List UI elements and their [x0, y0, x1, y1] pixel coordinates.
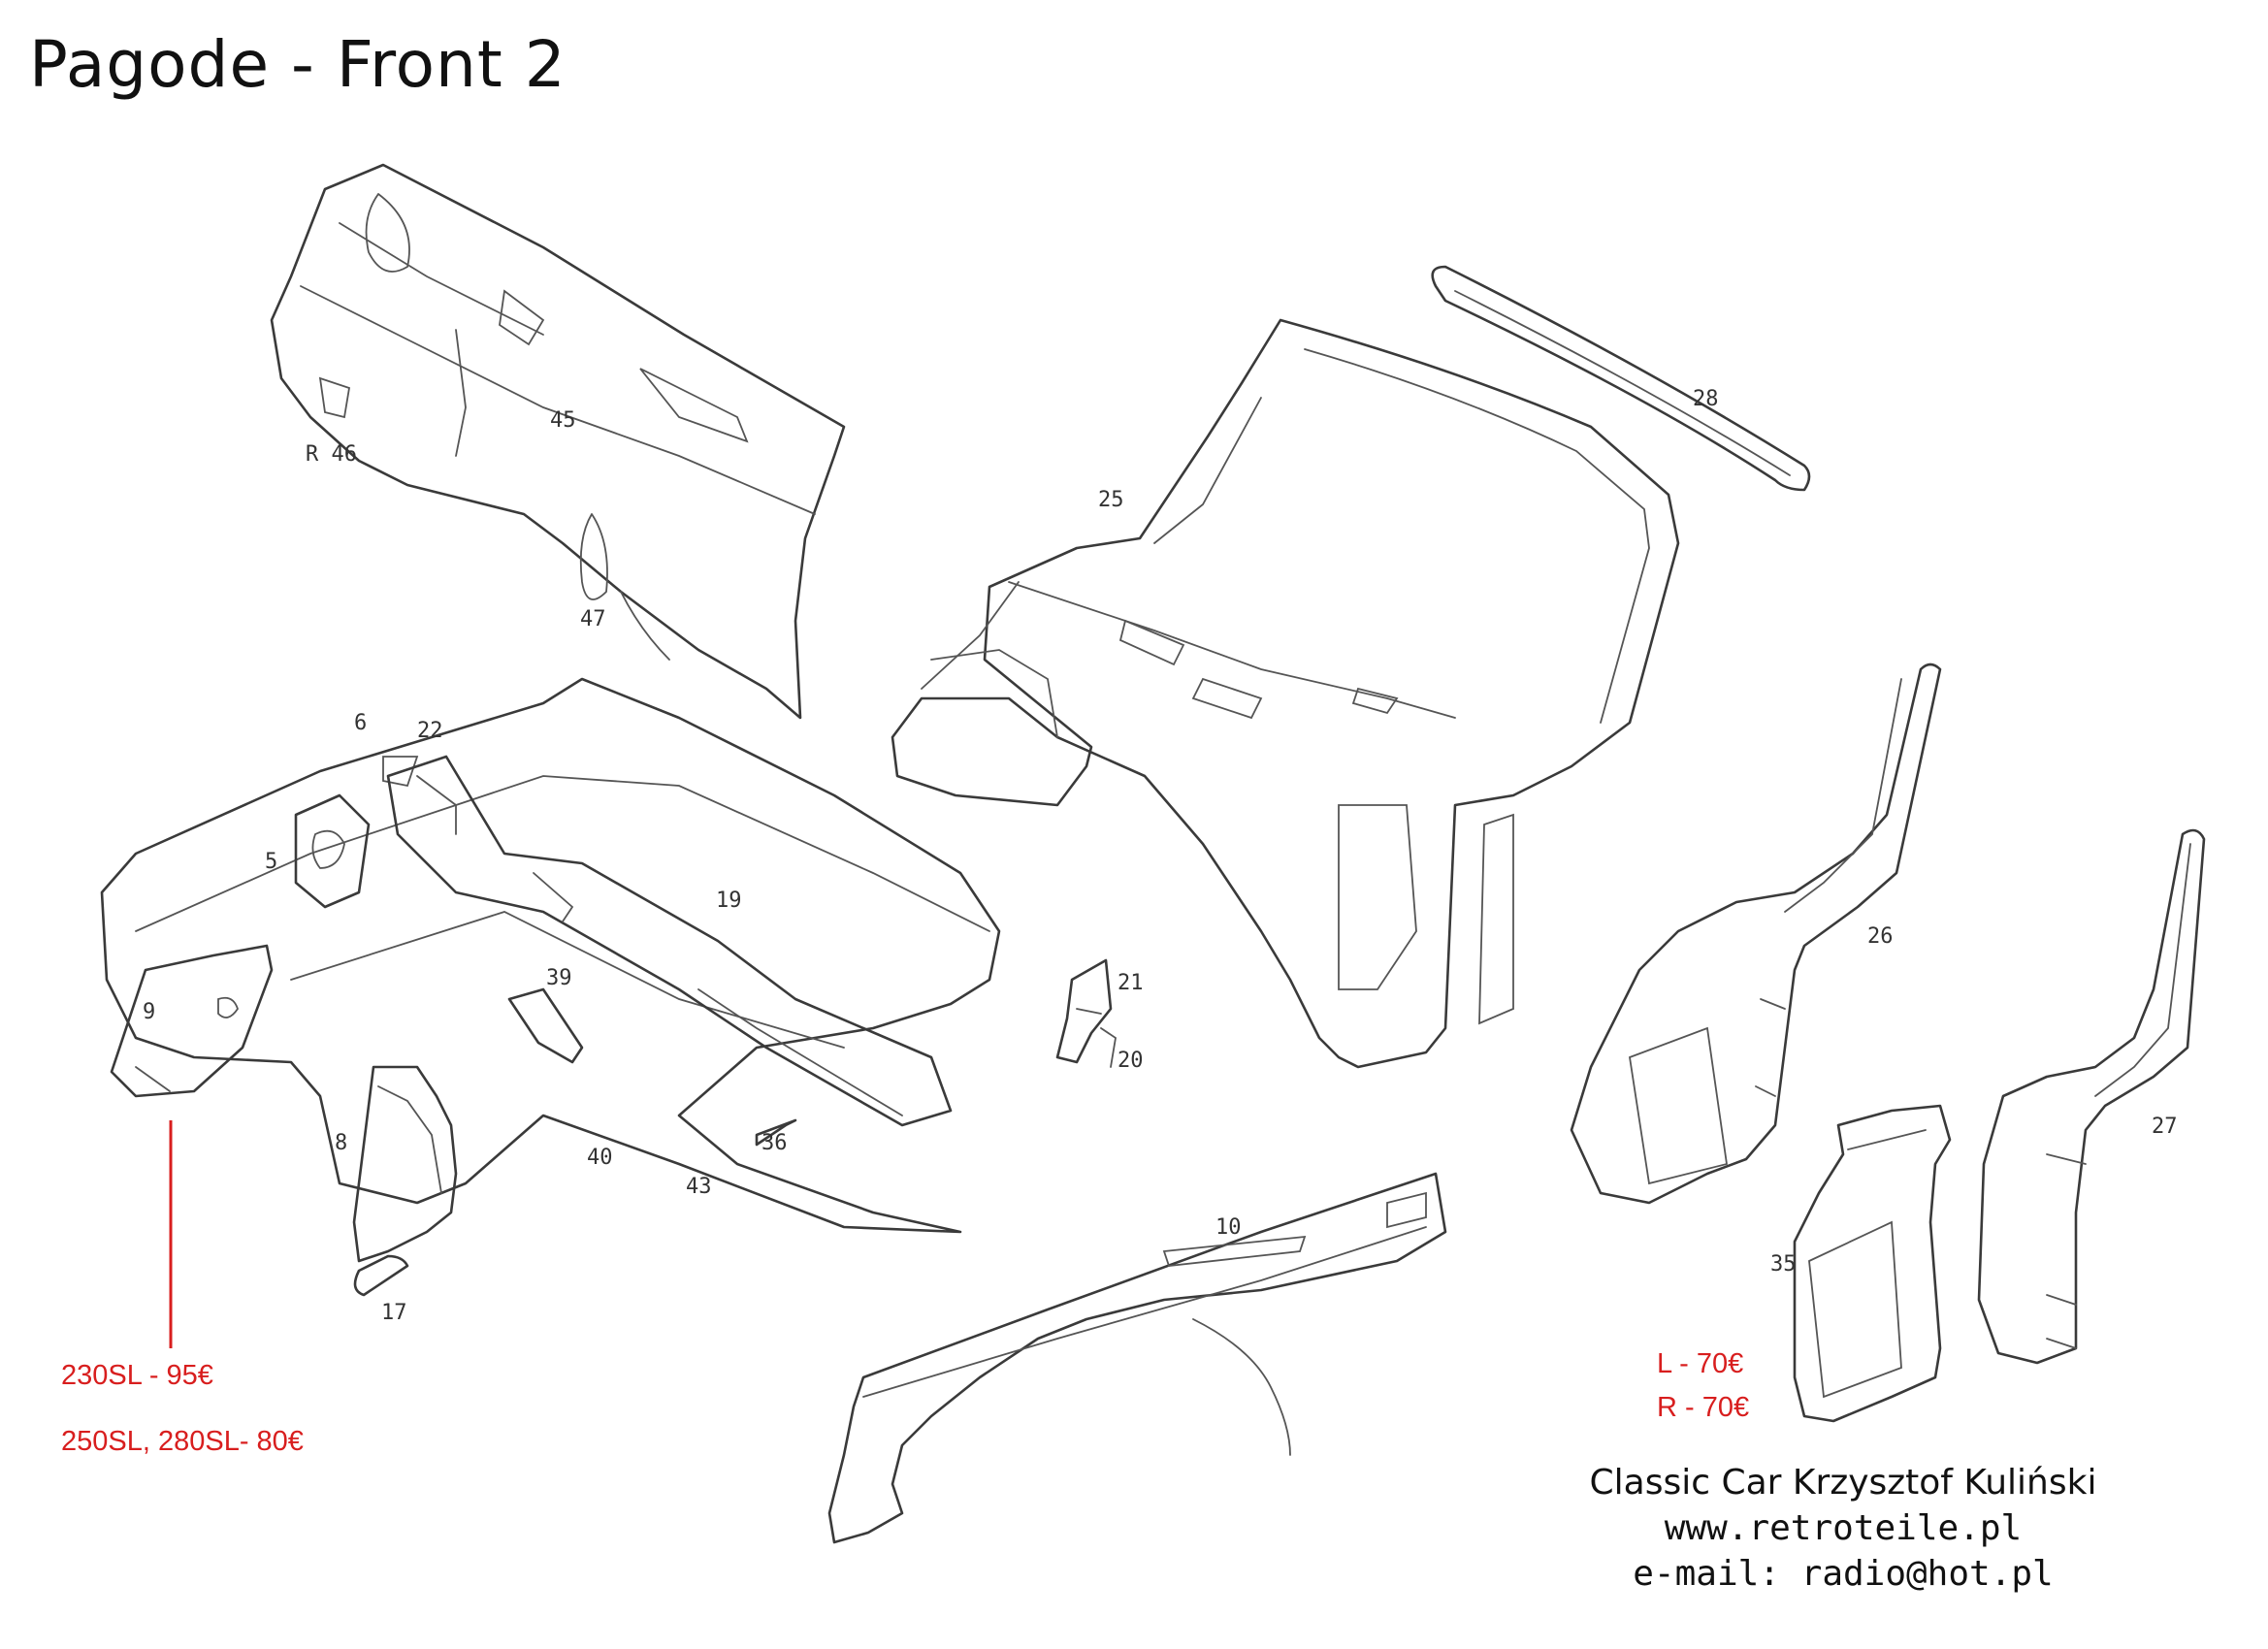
part-number-label: 36 — [761, 1131, 788, 1155]
pillar-panel-26 — [1570, 663, 1942, 1205]
seal-strip-28 — [1431, 265, 1811, 492]
pillar-panel-27 — [1977, 828, 2206, 1365]
firewall-panel — [270, 163, 846, 720]
part-number-label: 10 — [1215, 1215, 1242, 1240]
part-number-label: 27 — [2152, 1115, 2178, 1139]
price-part9-230sl: 230SL - 95€ — [61, 1360, 213, 1391]
sill-panel-10 — [827, 1172, 1447, 1544]
front-floor-assembly — [100, 677, 1001, 1234]
price-part35-right: R - 70€ — [1657, 1392, 1750, 1423]
part-number-label: R 46 — [306, 442, 357, 467]
part-number-label: 40 — [587, 1146, 613, 1170]
part-number-label: 25 — [1098, 488, 1124, 512]
part-number-label: 17 — [381, 1301, 407, 1325]
part-number-label: 35 — [1770, 1252, 1797, 1277]
part-number-label: 47 — [580, 607, 606, 631]
part-number-label: 28 — [1693, 387, 1719, 411]
part-number-label: 26 — [1867, 924, 1894, 949]
company-name: Classic Car Krzysztof Kuliński — [1589, 1463, 2097, 1503]
footer-contact: Classic Car Krzysztof Kuliński www.retro… — [1494, 1460, 2192, 1597]
part-number-label: 43 — [686, 1175, 712, 1199]
bracket-panel-35 — [1793, 1104, 1952, 1423]
bracket-20-21 — [1055, 958, 1117, 1068]
price-part9-250-280sl: 250SL, 280SL- 80€ — [61, 1426, 304, 1457]
page-title: Pagode - Front 2 — [29, 27, 567, 102]
part-number-label: 45 — [550, 408, 576, 433]
windscreen-frame-25 — [891, 318, 1680, 1069]
part-number-label: 20 — [1118, 1049, 1144, 1073]
website-link[interactable]: www.retroteile.pl — [1664, 1508, 2023, 1548]
part-number-label: 39 — [546, 966, 572, 990]
part-number-label: 8 — [335, 1131, 347, 1155]
part-number-label: 5 — [265, 850, 277, 874]
part-number-label: 21 — [1118, 971, 1144, 995]
part-number-label: 19 — [716, 889, 742, 913]
part-number-label: 9 — [143, 1000, 155, 1024]
part-number-label: 6 — [354, 711, 367, 735]
email-link[interactable]: e-mail: radio@hot.pl — [1633, 1554, 2054, 1594]
price-part35-left: L - 70€ — [1657, 1348, 1744, 1379]
bracket-8-17 — [352, 1065, 458, 1297]
part-number-label: 22 — [417, 719, 443, 743]
